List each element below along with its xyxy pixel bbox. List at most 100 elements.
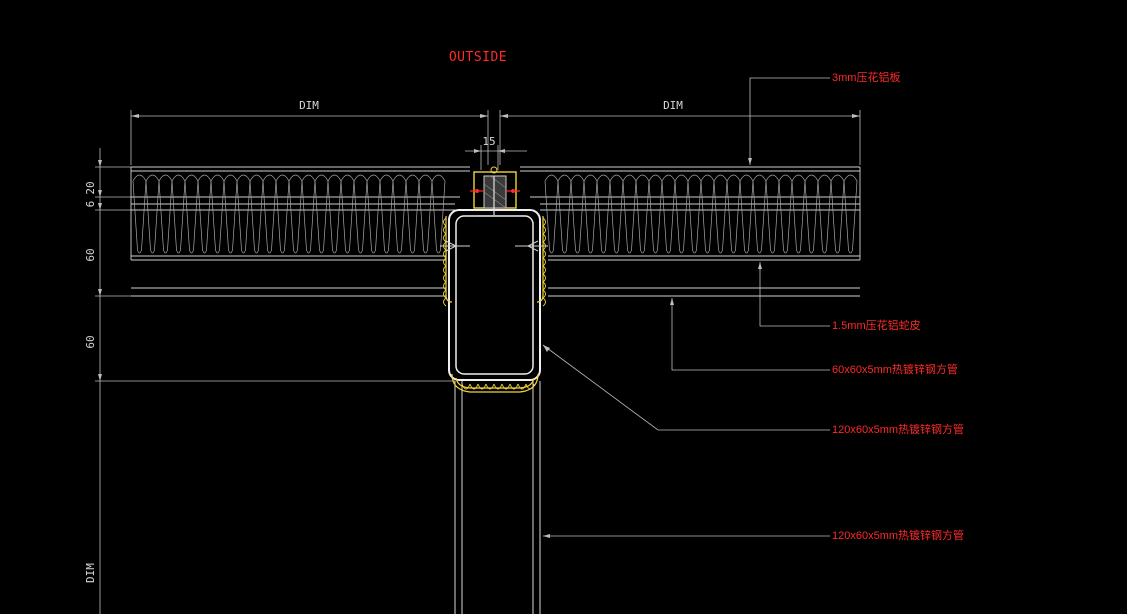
callout-steel-tube-120-upper: 120x60x5mm热镀锌钢方管 <box>832 422 964 436</box>
insulation-loop <box>544 174 559 254</box>
weld-arc <box>542 289 546 299</box>
insulation-loop <box>158 174 173 254</box>
insulation-loop <box>622 174 637 254</box>
insulation-loop <box>340 174 355 254</box>
insulation-loop <box>700 174 715 254</box>
dim-label-joint-width: 15 <box>482 135 495 148</box>
insulation-loop <box>830 174 845 254</box>
weld-arc <box>542 225 546 235</box>
insulation-loop <box>327 174 342 254</box>
insulation-loop <box>635 174 650 254</box>
insulation-loop <box>392 174 407 254</box>
left-dimension-lines <box>95 148 455 614</box>
insulation-loop <box>301 174 316 254</box>
weld-arc <box>443 281 447 291</box>
dim-label-60-upper: 60 <box>84 248 97 261</box>
insulation-loop <box>557 174 572 254</box>
weld-arc <box>485 383 495 390</box>
insulation-loop <box>778 174 793 254</box>
insulation-loop <box>791 174 806 254</box>
insulation-loop <box>405 174 420 254</box>
insulation-loop <box>817 174 832 254</box>
weld-arc <box>469 383 479 390</box>
weld-outline <box>445 216 544 393</box>
steel-tube-vertical <box>448 209 541 614</box>
weld-arc <box>443 217 447 227</box>
insulation-loop <box>379 174 394 254</box>
dim-label-dim-vertical: DIM <box>84 563 97 583</box>
insulation-loop <box>314 174 329 254</box>
insulation-loop <box>145 174 160 254</box>
callout-steel-tube-120-lower: 120x60x5mm热镀锌钢方管 <box>832 528 964 542</box>
weld-arc <box>542 249 546 259</box>
weld-arc <box>443 257 447 267</box>
insulation-loop <box>132 174 147 254</box>
callout-aluminum-panel: 3mm压花铝板 <box>832 70 900 84</box>
weld-arc <box>443 289 447 299</box>
insulation-loop <box>739 174 754 254</box>
insulation-loop <box>674 174 689 254</box>
insulation-loop <box>843 174 858 254</box>
insulation-loop <box>184 174 199 254</box>
insulation-loop <box>366 174 381 254</box>
weld-arc <box>443 233 447 243</box>
insulation-loop <box>353 174 368 254</box>
weld-arc <box>542 257 546 267</box>
insulation-loop <box>210 174 225 254</box>
weld-arc <box>542 233 546 243</box>
insulation-loop <box>804 174 819 254</box>
leader-ticks <box>543 158 762 538</box>
insulation-loop <box>262 174 277 254</box>
left-dimension-ticks <box>98 160 102 381</box>
insulation-loop <box>687 174 702 254</box>
weld-arc <box>542 217 546 227</box>
insulation-loop <box>275 174 290 254</box>
dim-label-20: 20 <box>84 181 97 194</box>
leader-lines <box>542 77 830 537</box>
insulation-loop <box>249 174 264 254</box>
insulation-hatch-left <box>132 174 446 254</box>
insulation-loop <box>223 174 238 254</box>
weld-arc <box>477 383 487 390</box>
insulation-loop <box>236 174 251 254</box>
joint-cap <box>470 166 520 215</box>
outside-title: OUTSIDE <box>449 50 507 65</box>
insulation-loop <box>648 174 663 254</box>
weld-arc <box>501 383 511 390</box>
insulation-loop <box>726 174 741 254</box>
dim-label-top-right: DIM <box>663 99 683 112</box>
weld-arc <box>443 249 447 259</box>
weld-arc <box>517 383 527 390</box>
insulation-hatch-right <box>544 174 858 254</box>
weld-arc <box>542 273 546 283</box>
insulation-loop <box>171 174 186 254</box>
dim-label-6: 6 <box>84 201 97 208</box>
insulation-loop <box>596 174 611 254</box>
insulation-loop <box>583 174 598 254</box>
weld-arc <box>542 297 546 307</box>
weld-arc <box>443 225 447 235</box>
dimension-arrows <box>131 114 860 153</box>
dim-label-top-left: DIM <box>299 99 319 112</box>
weld-arc <box>443 297 447 307</box>
weld-arc <box>461 383 471 390</box>
insulation-loop <box>570 174 585 254</box>
callout-aluminum-skin: 1.5mm压花铝蛇皮 <box>832 318 921 332</box>
weld-arc <box>542 281 546 291</box>
weld-arc <box>443 265 447 275</box>
weld-arc <box>493 383 503 390</box>
insulation-loop <box>197 174 212 254</box>
insulation-loop <box>752 174 767 254</box>
insulation-loop <box>431 174 446 254</box>
weld-arc-marks <box>443 217 546 390</box>
insulation-loop <box>765 174 780 254</box>
side-screws <box>440 240 548 252</box>
weld-arc <box>525 383 535 390</box>
insulation-loop <box>418 174 433 254</box>
callout-steel-tube-60: 60x60x5mm热镀锌钢方管 <box>832 362 958 376</box>
insulation-loop <box>713 174 728 254</box>
dim-label-60-lower: 60 <box>84 335 97 348</box>
insulation-loop <box>661 174 676 254</box>
insulation-loop <box>288 174 303 254</box>
